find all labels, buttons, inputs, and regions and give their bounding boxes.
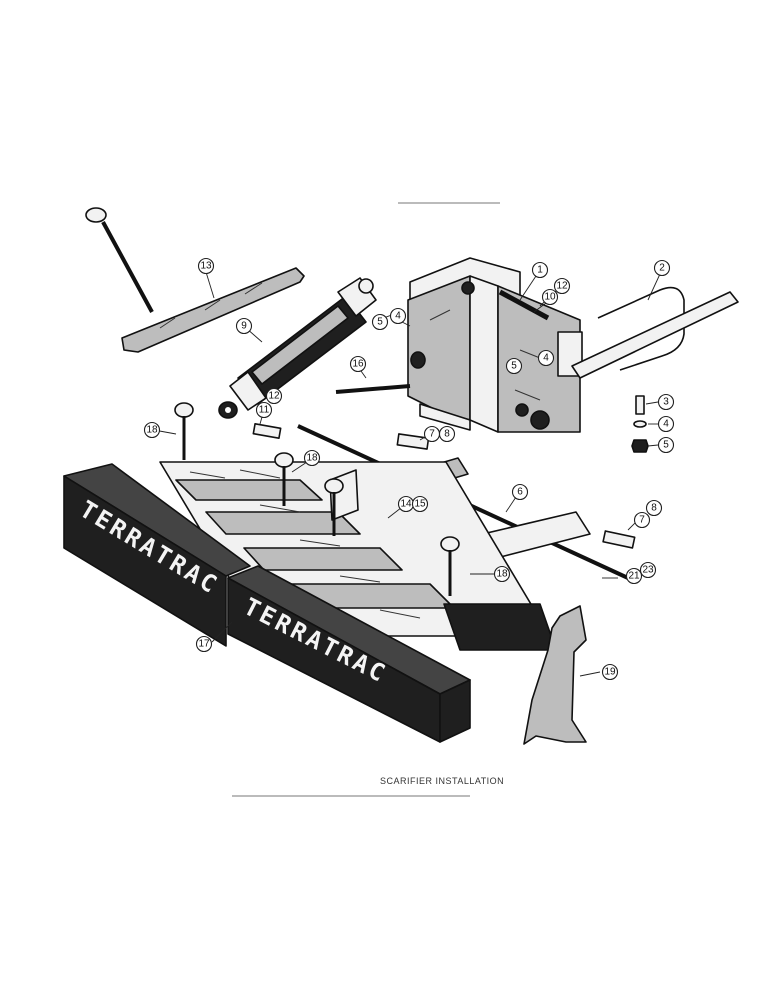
callout-21: 21 <box>625 567 643 585</box>
callout-13: 13 <box>197 257 215 275</box>
callout-7-upper: 7 <box>423 425 441 443</box>
svg-text:8: 8 <box>444 429 450 440</box>
svg-text:18: 18 <box>306 453 318 464</box>
callout-5-left: 5 <box>371 313 389 331</box>
svg-text:14: 14 <box>400 499 412 510</box>
callout-16: 16 <box>349 355 367 373</box>
svg-text:12: 12 <box>556 281 568 292</box>
part-13-lever-assembly <box>85 207 305 353</box>
part-7-pin-lower <box>602 530 636 549</box>
callout-18-mid: 18 <box>303 449 321 467</box>
svg-text:12: 12 <box>268 391 280 402</box>
callout-4-right: 4 <box>657 415 675 433</box>
part-7-pin-upper <box>396 433 430 450</box>
callout-12-frame: 12 <box>553 277 571 295</box>
callout-11: 11 <box>255 401 273 419</box>
callout-5-frame: 5 <box>505 357 523 375</box>
svg-text:3: 3 <box>663 397 669 408</box>
callout-8-lower: 8 <box>645 499 663 517</box>
svg-text:4: 4 <box>395 311 401 322</box>
callout-14: 14 <box>397 495 415 513</box>
callout-4-frame: 4 <box>537 349 555 367</box>
callout-8-upper: 8 <box>438 425 456 443</box>
svg-text:21: 21 <box>628 571 640 582</box>
svg-text:2: 2 <box>659 263 665 274</box>
svg-text:16: 16 <box>352 359 364 370</box>
callout-9: 9 <box>235 317 253 335</box>
svg-text:17: 17 <box>198 639 210 650</box>
callout-4-left: 4 <box>389 307 407 325</box>
lever-knob <box>85 207 107 223</box>
svg-text:5: 5 <box>377 317 383 328</box>
svg-text:15: 15 <box>414 499 426 510</box>
callout-10: 10 <box>541 288 559 306</box>
svg-text:4: 4 <box>543 353 549 364</box>
svg-text:10: 10 <box>544 292 556 303</box>
callout-18-left: 18 <box>143 421 161 439</box>
svg-text:7: 7 <box>429 429 435 440</box>
callout-5-right: 5 <box>657 436 675 454</box>
svg-text:7: 7 <box>639 515 645 526</box>
callout-7-lower: 7 <box>633 511 651 529</box>
svg-text:4: 4 <box>663 419 669 430</box>
callout-3: 3 <box>657 393 675 411</box>
svg-text:8: 8 <box>651 503 657 514</box>
svg-text:23: 23 <box>642 565 654 576</box>
part-1-frame-bracket <box>407 257 583 433</box>
callout-19: 19 <box>601 663 619 681</box>
callout-15: 15 <box>411 495 429 513</box>
part-17-terratrac-bars: TERRATRAC TERRATRAC <box>63 463 471 743</box>
callout-6: 6 <box>511 483 529 501</box>
svg-text:1: 1 <box>537 265 543 276</box>
part-2-u-bolt <box>571 286 739 379</box>
svg-text:18: 18 <box>146 425 158 436</box>
diagram-caption: SCARIFIER INSTALLATION <box>380 776 505 786</box>
svg-text:18: 18 <box>496 569 508 580</box>
svg-text:19: 19 <box>604 667 616 678</box>
callout-17: 17 <box>195 635 213 653</box>
part-19-shank <box>523 605 587 745</box>
svg-text:11: 11 <box>259 405 270 416</box>
callout-12-cylinder: 12 <box>265 387 283 405</box>
callout-18-lower: 18 <box>493 565 511 583</box>
svg-text:5: 5 <box>663 440 669 451</box>
part-16-pin <box>335 384 411 394</box>
parts-3-4-5-hardware <box>631 395 649 453</box>
svg-text:6: 6 <box>517 487 523 498</box>
part-9-hydraulic-cylinder <box>218 277 377 419</box>
part-11-pin <box>252 423 282 439</box>
callout-1: 1 <box>531 261 549 279</box>
callout-23: 23 <box>639 561 657 579</box>
svg-text:13: 13 <box>200 261 212 272</box>
callout-2: 2 <box>653 259 671 277</box>
svg-text:9: 9 <box>241 321 247 332</box>
part-18-pins <box>174 402 460 596</box>
svg-text:5: 5 <box>511 361 517 372</box>
